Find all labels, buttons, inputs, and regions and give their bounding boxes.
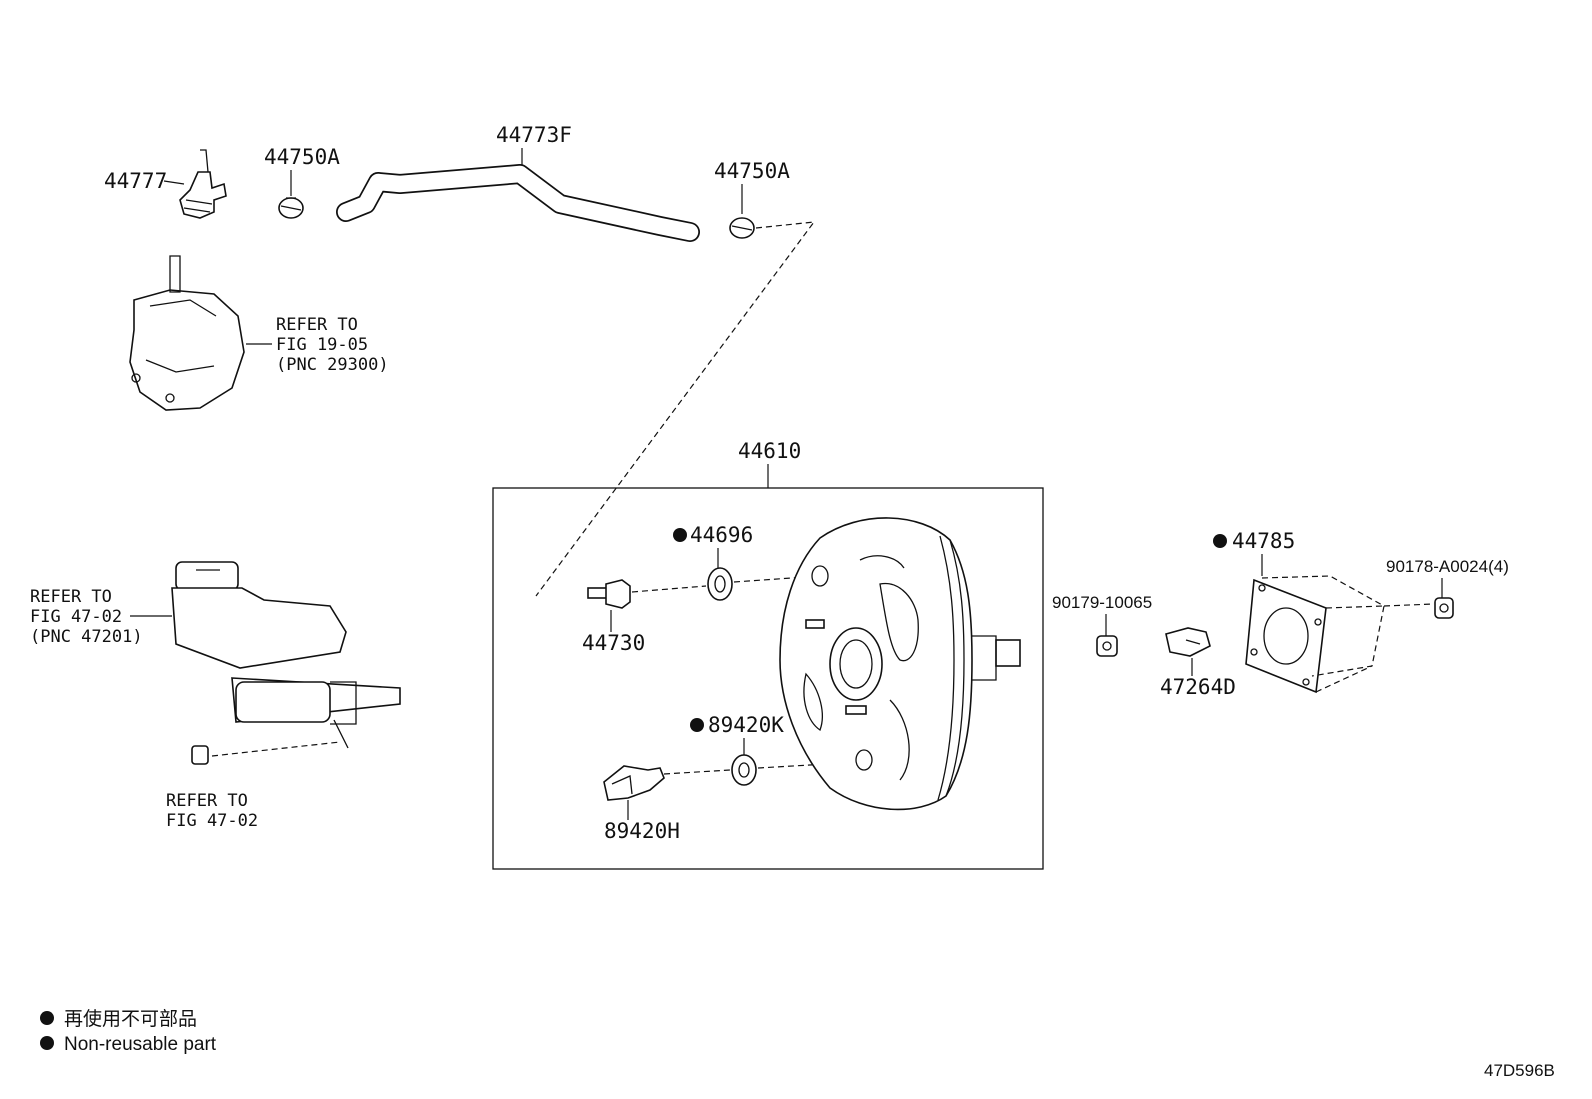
- part-label-44610: 44610: [738, 439, 801, 463]
- part-label-44750a-left: 44750A: [264, 145, 340, 169]
- ref-vacuum-line3: (PNC 29300): [276, 355, 389, 375]
- ref-vacuum-line1: REFER TO: [276, 315, 358, 335]
- part-label-44750a-right: 44750A: [714, 159, 790, 183]
- part-label-90178: 90178-A0024(4): [1386, 557, 1509, 576]
- assembly-dashed-line: [1383, 603, 1435, 607]
- leader-line: [163, 180, 185, 185]
- assembly-dashed-line: [1261, 575, 1385, 693]
- clip-47264d[interactable]: [1165, 627, 1211, 657]
- non-reusable-bullet-89420k: [690, 718, 704, 732]
- part-label-44785: 44785: [1232, 529, 1295, 553]
- ref-mastercyl-line3: (PNC 47201): [30, 627, 143, 647]
- hose-clip-44750a-right[interactable]: [729, 217, 755, 239]
- ref-vacuum-line2: FIG 19-05: [276, 335, 368, 355]
- non-reusable-bullet-44785: [1213, 534, 1227, 548]
- check-valve-44730[interactable]: [587, 579, 631, 609]
- vacuum-sensor-89420h[interactable]: [603, 765, 665, 801]
- check-valve-44777[interactable]: [179, 149, 227, 219]
- part-label-44730: 44730: [582, 631, 645, 655]
- nut-90179[interactable]: [1096, 635, 1118, 657]
- part-label-44696: 44696: [690, 523, 753, 547]
- assembly-dashed-line: [535, 221, 816, 597]
- nut-90178[interactable]: [1434, 597, 1454, 619]
- ref-nut-line2: FIG 47-02: [166, 811, 258, 831]
- booster-assembly-box: [492, 487, 1044, 870]
- ref-mastercyl-line1: REFER TO: [30, 587, 112, 607]
- brake-booster-body[interactable]: [779, 517, 1021, 811]
- non-reusable-bullet-44696: [673, 528, 687, 542]
- part-label-89420k: 89420K: [708, 713, 784, 737]
- grommet-44696[interactable]: [707, 567, 733, 601]
- legend-line-english: Non-reusable part: [64, 1034, 217, 1055]
- ref-nut-line1: REFER TO: [166, 791, 248, 811]
- grommet-89420k[interactable]: [731, 754, 757, 786]
- part-label-89420h: 89420H: [604, 819, 680, 843]
- legend-line-japanese: 再使用不可部品: [64, 1008, 197, 1030]
- vacuum-pump[interactable]: [129, 255, 245, 411]
- master-cylinder-nut[interactable]: [191, 745, 209, 765]
- hose-clip-44750a-left[interactable]: [278, 197, 304, 219]
- vacuum-hose-44773f[interactable]: [336, 164, 700, 242]
- part-label-44773f: 44773F: [496, 123, 572, 147]
- gasket-44785[interactable]: [1245, 578, 1327, 694]
- legend-bullet: [40, 1036, 54, 1050]
- part-label-47264d: 47264D: [1160, 675, 1236, 699]
- assembly-dashed-line: [663, 761, 863, 775]
- master-cylinder-reservoir[interactable]: [171, 561, 401, 749]
- figure-code: 47D596B: [1484, 1061, 1555, 1080]
- part-label-44777: 44777: [104, 169, 167, 193]
- ref-mastercyl-line2: FIG 47-02: [30, 607, 122, 627]
- assembly-dashed-line: [211, 741, 341, 757]
- legend-bullet: [40, 1011, 54, 1025]
- part-label-90179: 90179-10065: [1052, 593, 1152, 612]
